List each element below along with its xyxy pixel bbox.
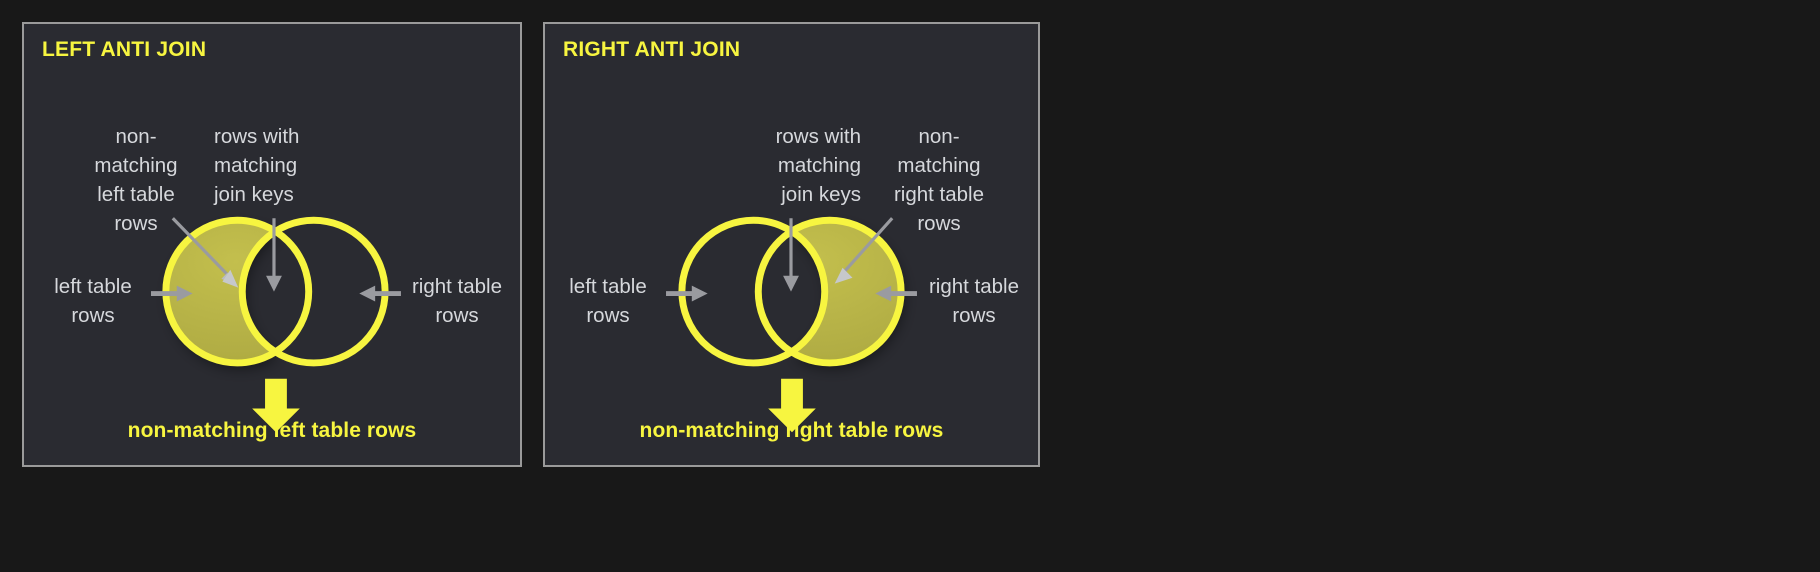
pointer-arrow-top-right	[266, 218, 282, 292]
panel-caption: non-matching right table rows	[639, 419, 944, 442]
note-left-table-rows: left table rows	[54, 275, 132, 327]
note-rows-with-matching-join-keys: rows with matching join keys	[775, 125, 861, 206]
note-right-table-rows: right table rows	[928, 275, 1020, 327]
down-arrow-icon	[768, 378, 816, 433]
panel-title: LEFT ANTI JOIN	[42, 38, 207, 61]
pointer-arrow-left-side	[150, 285, 193, 302]
venn-svg	[666, 212, 917, 433]
down-arrow-icon	[252, 378, 300, 433]
panel-title: RIGHT ANTI JOIN	[563, 38, 741, 61]
note-non-matching-left-table-rows: non- matching left table rows	[94, 125, 178, 235]
panel-caption: non-matching left table rows	[127, 419, 417, 442]
pointer-arrow-top-left	[783, 218, 799, 292]
venn-diagram-right	[545, 24, 1038, 465]
panel-left-anti-join: LEFT ANTI JOIN	[22, 22, 522, 467]
venn-svg	[150, 212, 401, 433]
pointer-arrow-top-right	[834, 217, 894, 284]
venn-diagram-left	[24, 24, 520, 465]
note-right-table-rows: right table rows	[411, 275, 503, 327]
pointer-arrow-right-side	[875, 285, 917, 302]
pointer-arrow-top-left	[171, 217, 239, 288]
panel-right-anti-join: RIGHT ANTI JOIN	[543, 22, 1040, 467]
pointer-arrow-right-side	[359, 285, 401, 302]
note-left-table-rows: left table rows	[569, 275, 647, 327]
pointer-arrow-left-side	[666, 285, 708, 302]
note-rows-with-matching-join-keys: rows with matching join keys	[214, 125, 300, 206]
note-non-matching-right-table-rows: non- matching right table rows	[893, 125, 985, 235]
